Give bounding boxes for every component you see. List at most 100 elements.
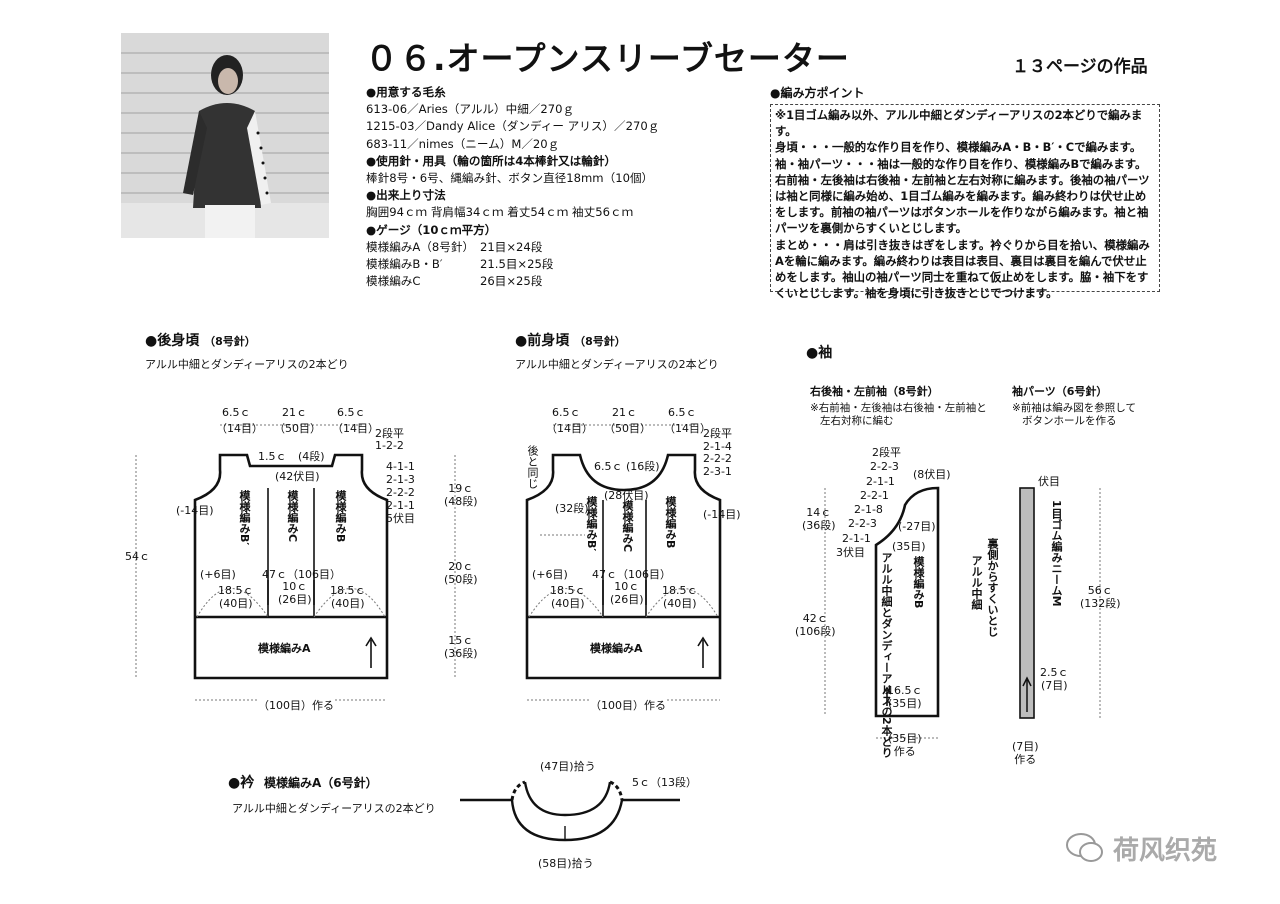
back-body-diagram bbox=[193, 453, 389, 680]
back-b1: 18.5ｃ(40目) bbox=[218, 584, 254, 610]
back-b2: 10ｃ(26目) bbox=[278, 580, 312, 606]
back-top-mid-st: （50目） bbox=[274, 422, 321, 435]
front-cast: （100目）作る bbox=[590, 697, 666, 713]
sleeve-part-diagram bbox=[1019, 487, 1035, 719]
back-pattern-a: 模様編みA bbox=[258, 642, 311, 655]
sleeve-r1: 14ｃ(36段) bbox=[802, 506, 836, 532]
sleeve-part-cast: (7目)作る bbox=[1012, 740, 1039, 766]
sleeve-outline bbox=[874, 486, 940, 718]
back-neck: 1.5ｃ bbox=[258, 450, 287, 463]
back-yarn-note: アルル中細とダンディーアリスの2本どり bbox=[145, 358, 349, 371]
sleeve-yarn: アルル中細とダンディーアリスの2本どり bbox=[880, 552, 893, 758]
points-line: まとめ・・・肩は引き抜きはぎをします。衿ぐりから目を拾い、模様編みAを輪に編みま… bbox=[775, 237, 1150, 301]
gauge-value: 21.5目×25段 bbox=[480, 257, 554, 272]
tools-line: 棒針8号・6号、縄編み針、ボタン直径18mm（10個） bbox=[366, 171, 654, 186]
size-heading: ●出来上り寸法 bbox=[366, 188, 446, 203]
front-pattern-a: 模様編みA bbox=[590, 642, 643, 655]
back-plus: (+6目) bbox=[200, 568, 236, 581]
front-pattern-c: 模様編みC bbox=[621, 500, 634, 553]
sleeve-width: 16.5ｃ(35目) bbox=[887, 684, 923, 710]
sleeve-part-pattern: 1目ゴム編みニームM bbox=[1050, 500, 1063, 607]
yarn-heading: ●用意する毛糸 bbox=[366, 85, 446, 99]
collar-diagram bbox=[460, 780, 680, 842]
gauge-value: 26目×25段 bbox=[480, 274, 543, 289]
knitting-points-box: ※1目ゴム編み以外、アルル中細とダンディーアリスの2本どりで編みます。 身頃・・… bbox=[770, 104, 1160, 300]
tools-heading: ●使用針・用具（輪の箇所は4本棒針又は輪針） bbox=[366, 153, 617, 168]
back-r1: 19ｃ(48段) bbox=[444, 482, 478, 508]
sleeve-pattern: 模様編みB bbox=[912, 556, 925, 609]
back-body-outline bbox=[193, 453, 389, 680]
collar-title: ●衿 模様編みA（6号針） bbox=[228, 775, 378, 791]
back-r3: 15ｃ(36段) bbox=[444, 634, 478, 660]
gauge-row: 模様編みB・B′21.5目×25段 bbox=[366, 256, 659, 273]
front-b3: 18.5ｃ(40目) bbox=[662, 584, 698, 610]
wechat-icon bbox=[1066, 833, 1103, 862]
sleeve-part1-note: ※右前袖・左後袖は右後袖・左前袖と左右対称に編む bbox=[810, 402, 987, 427]
model-photo bbox=[121, 33, 329, 238]
yarn-line: 613-06／Aries（アルル）中細／270ｇ bbox=[366, 102, 575, 117]
sleeve-part1-title: 右後袖・左前袖（8号針） bbox=[810, 385, 939, 398]
model-photo-illustration bbox=[121, 33, 329, 238]
front-body-diagram bbox=[525, 453, 722, 680]
pattern-title: ０６.オープンスリーブセーター bbox=[365, 39, 850, 78]
gauge-name: 模様編みA（8号針） bbox=[366, 239, 475, 254]
size-line: 胸囲94ｃｍ 背肩幅34ｃｍ 着丈54ｃｍ 袖丈56ｃｍ bbox=[366, 205, 634, 220]
back-neck-rows: (4段) bbox=[298, 450, 325, 463]
front-pattern-b2: 模様編みB′ bbox=[585, 496, 598, 552]
front-top-right-st: （14目） bbox=[664, 422, 711, 435]
collar-pick-bottom: (58目)拾う bbox=[538, 857, 594, 870]
back-body-width: 47ｃ（106目） bbox=[262, 568, 341, 581]
gauge-name: 模様編みC bbox=[366, 274, 421, 289]
yarn-line: 683-11／nimes（ニーム）M／20ｇ bbox=[366, 136, 560, 151]
back-body-title: ●後身頃 （8号針） bbox=[145, 333, 256, 349]
front-top-mid: 21ｃ bbox=[612, 406, 637, 419]
front-top-left: 6.5ｃ bbox=[552, 406, 581, 419]
front-neck-bind: (28伏目) bbox=[604, 489, 649, 502]
back-length: 54ｃ bbox=[125, 550, 150, 563]
sleeve-dec: (-27目) bbox=[898, 520, 936, 533]
sleeve-cast: (35目)作る bbox=[888, 732, 922, 758]
front-b1: 18.5ｃ(40目) bbox=[550, 584, 586, 610]
back-neck-bind: (42伏目) bbox=[275, 470, 320, 483]
sleeve-r2: 42ｃ(106段) bbox=[795, 612, 836, 638]
sleeve-diagram bbox=[874, 486, 940, 718]
page-reference: １３ページの作品 bbox=[1012, 57, 1148, 77]
front-neck-rows: (16段) bbox=[626, 460, 660, 473]
yarn-line: 1215-03／Dandy Alice（ダンディー アリス）／270ｇ bbox=[366, 119, 660, 134]
back-top-left: 6.5ｃ bbox=[222, 406, 251, 419]
back-r2: 20ｃ(50段) bbox=[444, 560, 478, 586]
front-yarn-note: アルル中細とダンディーアリスの2本どり bbox=[515, 358, 719, 371]
sleeve-join: 裏側からすくいとじ bbox=[986, 538, 999, 637]
gauge-value: 21目×24段 bbox=[480, 239, 543, 254]
watermark-text: 荷风织苑 bbox=[1113, 836, 1218, 866]
back-top-mid: 21ｃ bbox=[282, 406, 307, 419]
front-pattern-b: 模様編みB bbox=[664, 496, 677, 549]
sleeve-mid: (35目) bbox=[892, 540, 926, 553]
sleeve-part2-note: ※前袖は編み図を参照してボタンホールを作る bbox=[1012, 402, 1136, 427]
collar-yarn-note: アルル中細とダンディーアリスの2本どり bbox=[232, 802, 436, 815]
front-body-title: ●前身頃 （8号針） bbox=[515, 333, 626, 349]
back-pattern-b: 模様編みB bbox=[334, 490, 347, 543]
front-body-outline bbox=[525, 453, 722, 680]
collar-pick-top: (47目)拾う bbox=[540, 760, 596, 773]
sleeve-bind: (8伏目) bbox=[913, 468, 951, 481]
front-top-left-st: （14目） bbox=[546, 422, 593, 435]
front-neck: 6.5ｃ bbox=[594, 460, 623, 473]
front-plus: (+6目) bbox=[532, 568, 568, 581]
front-side: (-14目) bbox=[703, 508, 741, 521]
points-heading: ●編み方ポイント bbox=[770, 86, 865, 100]
points-line: ※1目ゴム編み以外、アルル中細とダンディーアリスの2本どりで編みます。 bbox=[775, 108, 1143, 139]
back-top-right-st: （14目） bbox=[332, 422, 379, 435]
sleeve-part2-title: 袖パーツ（6号針） bbox=[1012, 385, 1108, 398]
front-top-mid-st: （50目） bbox=[604, 422, 651, 435]
points-line: 身頃・・・一般的な作り目を作り、模様編みA・B・B′・Cで編みます。 bbox=[775, 140, 1142, 155]
materials-block: ●用意する毛糸 613-06／Aries（アルル）中細／270ｇ 1215-03… bbox=[366, 84, 659, 290]
sleeve-part-length: 56ｃ(132段) bbox=[1080, 584, 1121, 610]
back-side: (-14目) bbox=[176, 504, 214, 517]
sleeve-part-strip bbox=[1019, 487, 1035, 719]
back-pattern-c: 模様編みC bbox=[286, 490, 299, 543]
